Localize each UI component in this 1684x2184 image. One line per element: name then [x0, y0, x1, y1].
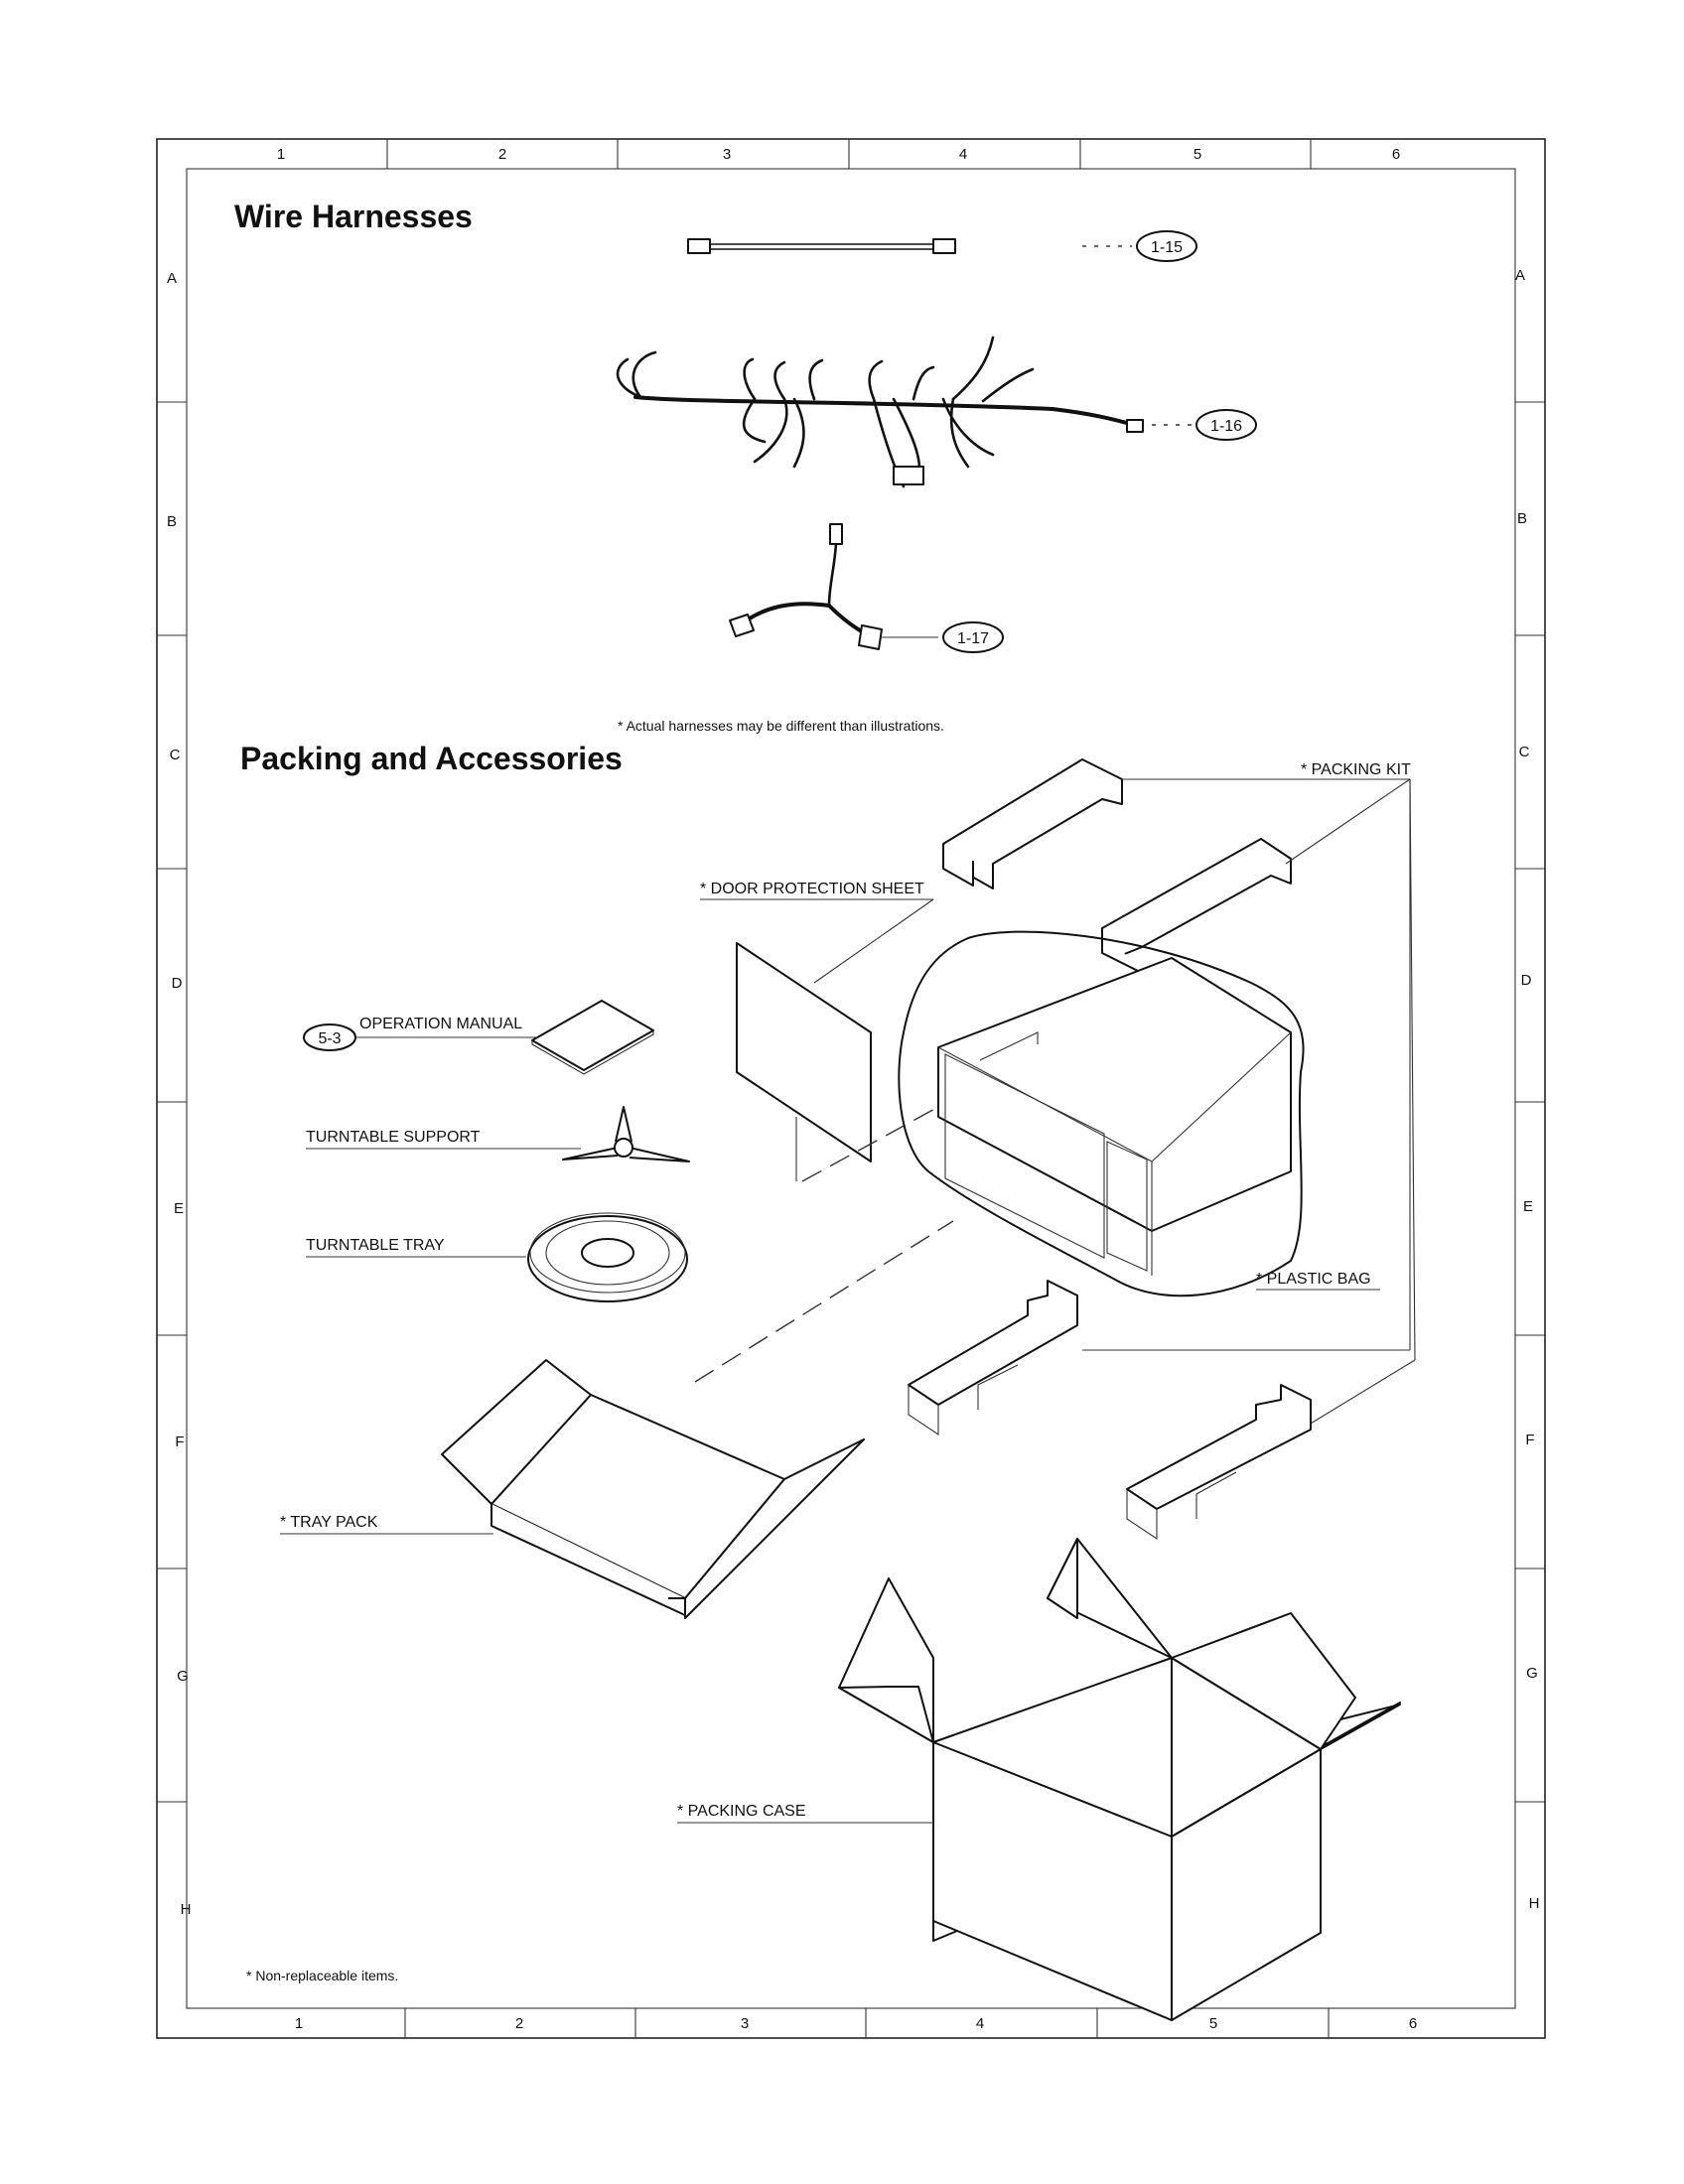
col-label-6-top: 6	[1392, 146, 1400, 163]
col-label-4-top: 4	[959, 146, 967, 163]
tray-dash-guide	[694, 1220, 954, 1383]
row-label-g-left: G	[177, 1668, 189, 1685]
row-label-a-right: A	[1515, 267, 1525, 284]
ref-1-15: 1-15	[1151, 239, 1183, 256]
row-label-h-right: H	[1529, 1895, 1540, 1912]
row-label-a-left: A	[167, 270, 177, 287]
ref-1-17: 1-17	[957, 630, 989, 647]
turntable-tray	[527, 1212, 688, 1302]
door-sheet-label: * DOOR PROTECTION SHEET	[700, 881, 924, 897]
row-label-d-left: D	[172, 975, 183, 992]
col-label-2-bottom: 2	[515, 2015, 523, 2032]
col-label-1-top: 1	[277, 146, 285, 163]
inner-frame	[186, 168, 1516, 2009]
wire-harnesses-title: Wire Harnesses	[234, 199, 473, 234]
turntable-support	[562, 1106, 690, 1162]
door-sheet-leader	[813, 898, 934, 984]
row-label-f-left: F	[175, 1433, 184, 1450]
callout-1-15	[1136, 230, 1197, 262]
col-label-1-bottom: 1	[295, 2015, 303, 2032]
harness-note: * Actual harnesses may be different than…	[618, 718, 944, 734]
manual-ref: 5-3	[318, 1030, 341, 1047]
col-label-3-top: 3	[723, 146, 731, 163]
microwave-oven	[937, 957, 1292, 1276]
packing-kit-label: * PACKING KIT	[1301, 761, 1411, 778]
row-label-g-right: G	[1526, 1665, 1538, 1682]
door-sheet-dash	[801, 1106, 939, 1182]
packing-case-label: * PACKING CASE	[677, 1803, 806, 1820]
row-label-e-left: E	[174, 1200, 184, 1217]
col-label-5-top: 5	[1193, 146, 1201, 163]
operation-manual	[531, 1000, 654, 1071]
tray-pack	[441, 1359, 865, 1619]
harness-1-15	[687, 238, 1132, 254]
harness-1-16	[616, 336, 1196, 488]
outer-frame	[156, 138, 1546, 2039]
row-label-c-left: C	[170, 747, 181, 763]
plastic-bag	[898, 930, 1305, 1297]
harness-1-17	[729, 523, 938, 650]
packing-kit-second-piece	[1101, 838, 1292, 974]
operation-manual-label: OPERATION MANUAL	[359, 1016, 522, 1032]
col-label-6-bottom: 6	[1409, 2015, 1417, 2032]
packing-kit-bottom-right	[1126, 1384, 1312, 1541]
packing-title: Packing and Accessories	[240, 741, 623, 776]
packing-case	[838, 1538, 1401, 2021]
row-label-f-right: F	[1525, 1432, 1534, 1448]
row-label-b-right: B	[1517, 510, 1527, 527]
top-grid-ticks	[157, 139, 1545, 2038]
turntable-tray-label: TURNTABLE TRAY	[306, 1237, 445, 1254]
turntable-support-label: TURNTABLE SUPPORT	[306, 1129, 481, 1146]
callout-1-17	[942, 621, 1004, 653]
col-label-2-top: 2	[498, 146, 506, 163]
row-label-d-right: D	[1521, 972, 1532, 989]
packing-kit-leaders	[1082, 778, 1416, 1431]
ref-1-16: 1-16	[1210, 418, 1242, 435]
row-label-e-right: E	[1523, 1198, 1533, 1215]
footnote: * Non-replaceable items.	[246, 1968, 398, 1983]
tray-pack-label: * TRAY PACK	[280, 1514, 378, 1531]
row-label-c-right: C	[1519, 744, 1530, 760]
col-label-5-bottom: 5	[1209, 2015, 1217, 2032]
door-protection-sheet	[736, 942, 872, 1162]
callout-1-16	[1195, 409, 1257, 441]
packing-kit-top-piece	[942, 758, 1123, 889]
plastic-bag-label: * PLASTIC BAG	[1256, 1271, 1371, 1288]
row-label-h-left: H	[181, 1901, 192, 1918]
row-label-b-left: B	[167, 513, 177, 530]
col-label-4-bottom: 4	[976, 2015, 984, 2032]
col-label-3-bottom: 3	[741, 2015, 749, 2032]
packing-kit-bottom-left	[908, 1280, 1078, 1436]
